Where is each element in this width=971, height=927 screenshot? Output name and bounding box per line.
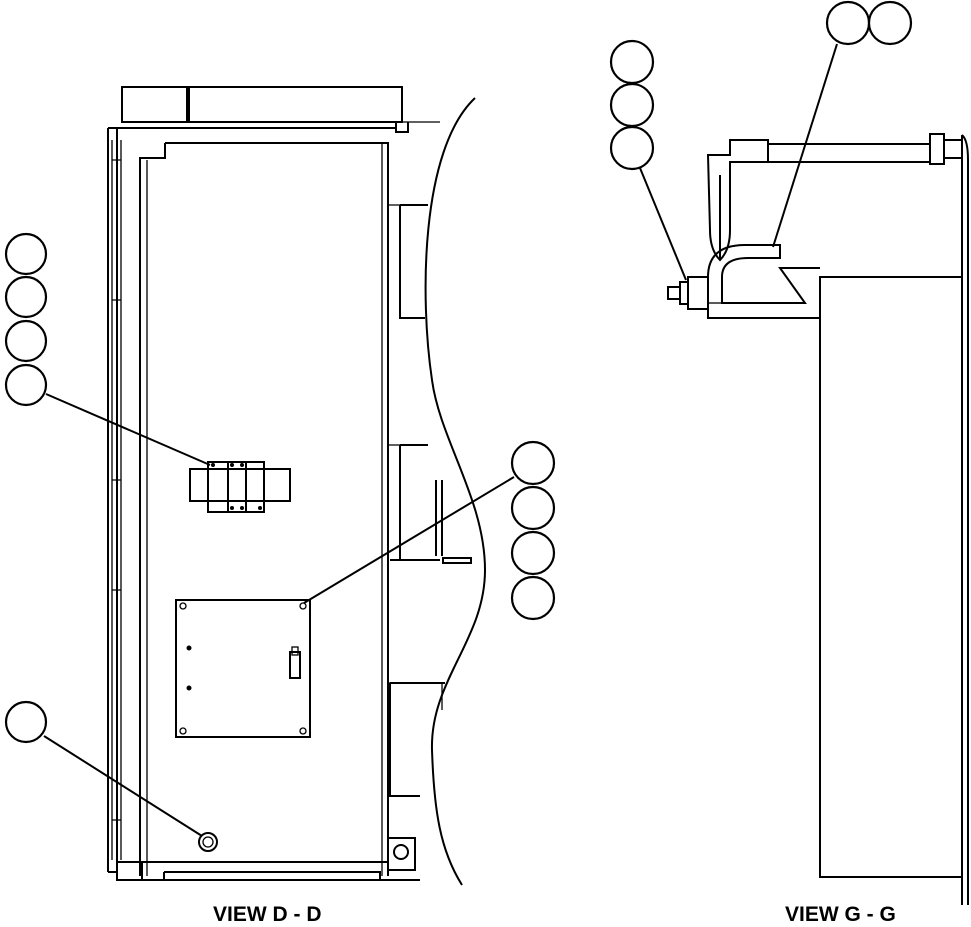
rod bbox=[768, 143, 930, 163]
callout-bubble bbox=[4, 232, 48, 276]
inner-panel-top bbox=[165, 142, 389, 876]
callout-group-g-left bbox=[609, 39, 655, 171]
end-connector bbox=[687, 276, 709, 310]
right-side-components bbox=[388, 121, 472, 871]
leader-drain bbox=[43, 735, 203, 837]
leader-saddle bbox=[772, 43, 838, 248]
callout-group-left-upper bbox=[4, 232, 48, 407]
callout-bubble bbox=[510, 485, 556, 531]
rod-nut bbox=[929, 133, 945, 165]
leader-switch bbox=[45, 393, 211, 466]
bottom-rail bbox=[163, 871, 381, 880]
callout-group-g-top bbox=[825, 0, 913, 46]
switch-block bbox=[189, 461, 291, 513]
callout-group-right bbox=[510, 440, 556, 621]
callout-bubble bbox=[510, 530, 556, 576]
callout-bubble bbox=[867, 0, 913, 46]
callout-bubble bbox=[825, 0, 871, 46]
top-cap-left bbox=[121, 86, 188, 123]
cap-step bbox=[395, 122, 409, 133]
callout-bubble bbox=[510, 575, 556, 621]
top-cap-right bbox=[188, 86, 403, 123]
callout-bubble bbox=[4, 700, 48, 744]
callout-bubble bbox=[609, 82, 655, 128]
housing-body bbox=[819, 276, 963, 878]
view-g-g-label: VIEW G - G bbox=[785, 903, 896, 926]
leader-cover-plate bbox=[303, 476, 515, 604]
fitting-saddle bbox=[707, 244, 781, 278]
callout-bubble bbox=[609, 125, 655, 171]
pipe-elbow bbox=[706, 139, 769, 262]
callout-bubble bbox=[609, 39, 655, 85]
callout-bubble bbox=[4, 275, 48, 319]
callout-bubble bbox=[510, 440, 556, 486]
callout-bubble bbox=[4, 363, 48, 407]
drain-plug bbox=[198, 832, 218, 852]
leader-connector bbox=[639, 167, 687, 281]
bottom-foot bbox=[116, 861, 143, 880]
callout-bubble bbox=[4, 319, 48, 363]
inner-panel-left bbox=[139, 143, 166, 876]
break-line bbox=[424, 97, 487, 886]
cover-plate bbox=[175, 599, 311, 738]
view-d-d-label: VIEW D - D bbox=[213, 903, 322, 926]
view-d-d-drawing bbox=[4, 86, 556, 886]
view-g-g-drawing bbox=[609, 0, 969, 905]
